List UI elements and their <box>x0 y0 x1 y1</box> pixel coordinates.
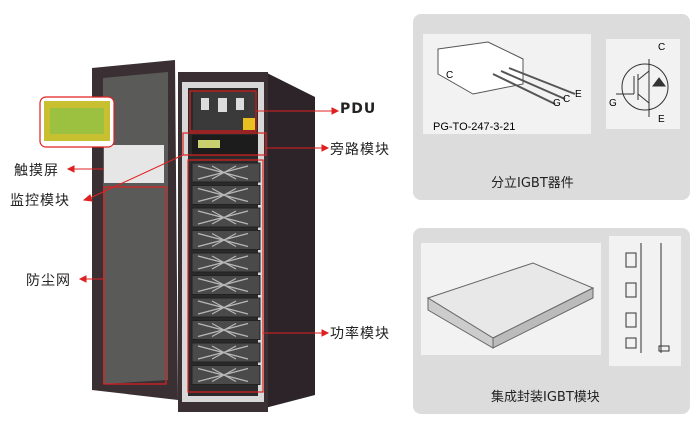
igbt-module-caption: 集成封装IGBT模块 <box>491 390 600 405</box>
igbt-module-panel: 集成封装IGBT模块 <box>413 228 690 414</box>
pin-label-c: C <box>563 94 571 105</box>
power-module-slot <box>191 162 261 183</box>
monitor-module-bay <box>104 145 164 183</box>
module-vent-icon <box>197 277 249 293</box>
callout-bypass-module: 旁路模块 <box>330 142 390 158</box>
power-module-slot <box>191 252 261 273</box>
discrete-igbt-caption: 分立IGBT器件 <box>491 176 574 191</box>
igbt-module-drawing <box>421 236 681 366</box>
symbol-pin-c: C <box>658 42 666 53</box>
power-module-slot <box>191 342 261 363</box>
module-vent-icon <box>197 210 249 225</box>
power-module-slot <box>191 365 261 385</box>
symbol-pin-g: G <box>609 98 617 109</box>
to247-package-drawing <box>423 34 680 134</box>
power-module-slot <box>191 320 261 340</box>
power-module-slot <box>191 185 261 205</box>
module-vent-icon <box>197 322 249 338</box>
module-vent-icon <box>197 232 249 248</box>
callout-touch-screen: 触摸屏 <box>14 163 59 179</box>
module-vent-icon <box>197 187 249 203</box>
callout-pdu: PDU <box>340 101 377 117</box>
module-vent-icon <box>197 255 249 270</box>
pin-label-c-tab: C <box>446 70 454 81</box>
power-modules <box>191 162 261 385</box>
callout-power-module: 功率模块 <box>330 326 390 342</box>
callout-dust-filter: 防尘网 <box>26 273 71 289</box>
igbt-module-schematic-icon <box>625 243 670 353</box>
power-module-slot <box>191 207 261 228</box>
igbt-symbol-icon <box>616 59 669 117</box>
power-module-slot <box>191 275 261 295</box>
pin-label-e: E <box>575 89 582 100</box>
symbol-pin-e: E <box>658 114 665 125</box>
module-vent-icon <box>197 345 249 360</box>
discrete-igbt-panel: C G C E PG-TO-247-3-21 C G E 分立IGBT器件 <box>413 14 690 200</box>
package-name: PG-TO-247-3-21 <box>433 121 516 133</box>
pdu-area <box>193 92 255 130</box>
module-vent-icon <box>197 165 249 180</box>
power-module-slot <box>191 297 261 318</box>
module-vent-icon <box>197 300 249 315</box>
power-module-slot <box>191 230 261 250</box>
callout-monitor-module: 监控模块 <box>10 193 70 209</box>
module-vent-icon <box>197 367 249 383</box>
ups-cabinet-illustration <box>39 60 340 412</box>
pin-label-g: G <box>553 98 561 109</box>
